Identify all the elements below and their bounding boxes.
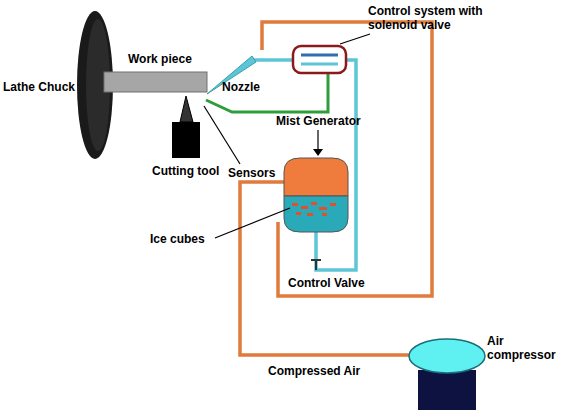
arrow-head xyxy=(313,149,323,156)
line-label: Compressed Air xyxy=(268,364,360,378)
solenoid-valve xyxy=(301,54,338,57)
component-label: Control system with solenoid valve xyxy=(368,4,508,32)
component-label: Air compressor xyxy=(487,334,575,362)
component-label: Sensors xyxy=(228,166,275,180)
control-box xyxy=(293,46,346,73)
sensor-wire xyxy=(206,73,328,112)
cutting-tool xyxy=(172,122,200,158)
solenoid-valve xyxy=(301,63,338,66)
work-piece xyxy=(104,72,207,92)
component-label: Mist Generator xyxy=(276,114,361,128)
component-label: Ice cubes xyxy=(150,232,205,246)
air-pipe xyxy=(262,22,432,296)
compressor-base xyxy=(418,370,476,410)
mist-generator-top xyxy=(284,158,348,196)
component-label: Lathe Chuck xyxy=(3,80,75,94)
component-label: Control Valve xyxy=(288,276,365,290)
control-valve xyxy=(311,260,321,270)
mist-generator-bottom xyxy=(284,196,348,232)
coolant-pipe xyxy=(252,58,293,62)
component-label: Work piece xyxy=(128,52,192,66)
component-label: Nozzle xyxy=(222,80,260,94)
compressor-tank xyxy=(409,339,485,373)
component-label: Cutting tool xyxy=(152,164,219,178)
leader-lines xyxy=(204,34,370,238)
tool-tip xyxy=(180,96,193,122)
ice-cubes xyxy=(292,202,336,216)
